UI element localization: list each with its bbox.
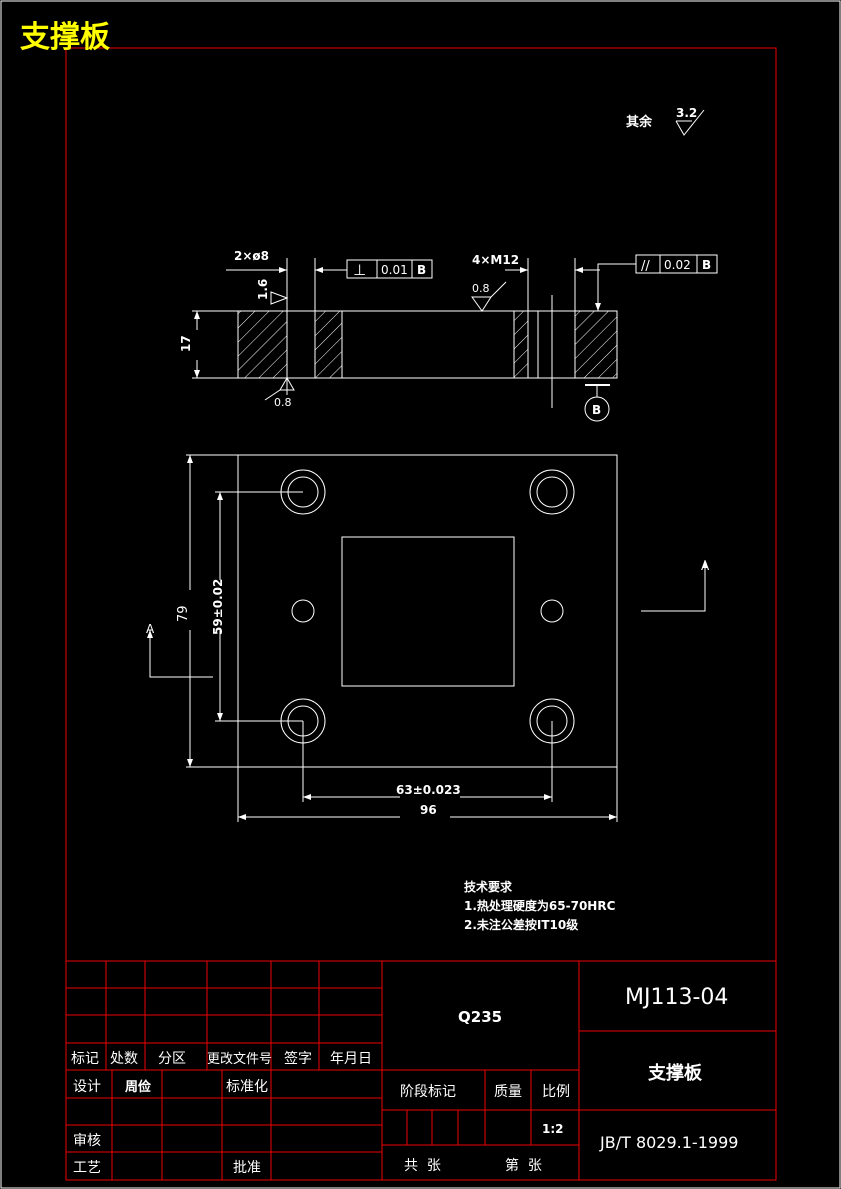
title-block <box>65 960 777 1181</box>
design-label: 设计 <box>73 1079 101 1095</box>
rev-header-count: 处数 <box>110 1051 138 1067</box>
tech-heading: 技术要求 <box>464 879 513 894</box>
tech-item-2: 2.未注公差按IT10级 <box>464 917 578 932</box>
horizontal-pitch-dim: 63±0.023 <box>396 783 461 797</box>
perp-symbol-icon: ⊥ <box>353 261 366 279</box>
datum-mark: B <box>592 403 601 417</box>
rev-header-date: 年月日 <box>330 1051 372 1067</box>
section-wall-right-inner <box>513 310 529 379</box>
section-view: 2×ø8 ⊥ 0.01 B 1.6 0.8 4×M12 0.8 // <box>179 249 718 422</box>
holes-dim-label: 2×ø8 <box>234 249 269 263</box>
roughness-mid-icon <box>471 281 507 312</box>
review-label: 审核 <box>73 1133 101 1149</box>
material: Q235 <box>458 1008 502 1026</box>
scale-value: 1:2 <box>542 1122 564 1136</box>
section-wall-left <box>237 310 288 379</box>
plan-view: 79 59±0.02 63±0.023 96 A A <box>146 454 710 822</box>
section-wall-right <box>574 310 618 379</box>
roughness-note-label: 其余 <box>626 114 653 130</box>
section-arrow-right-icon <box>641 560 708 612</box>
surface-roughness-note: 其余 3.2 <box>626 106 705 136</box>
roughness-symbol-icon <box>675 109 705 136</box>
datum-circle-icon <box>584 396 610 422</box>
scale-label: 比例 <box>542 1084 570 1100</box>
vertical-pitch-dim: 59±0.02 <box>211 579 225 635</box>
roughness-triangle-icon <box>270 291 289 305</box>
plate-outline <box>237 454 618 768</box>
mass-label: 质量 <box>494 1084 522 1100</box>
perp-tolerance: 0.01 <box>381 263 408 277</box>
section-arrow-right-label: A <box>701 559 710 573</box>
total-sheets: 共 张 <box>404 1158 441 1174</box>
tech-requirements: 技术要求 1.热处理硬度为65-70HRC 2.未注公差按IT10级 <box>464 879 616 932</box>
drawing-number: MJ113-04 <box>625 985 728 1010</box>
part-name: 支撑板 <box>647 1062 703 1084</box>
designer-name: 周俭 <box>125 1079 151 1095</box>
approve-label: 批准 <box>233 1160 261 1176</box>
plan-height-dim: 79 <box>176 605 191 622</box>
parallel-symbol-icon: // <box>641 259 650 274</box>
pin-hole-right <box>540 599 564 623</box>
threads-dim-label: 4×M12 <box>472 253 519 267</box>
rev-header-doc: 更改文件号 <box>207 1052 272 1067</box>
tech-item-1: 1.热处理硬度为65-70HRC <box>464 898 616 913</box>
parallel-datum: B <box>702 258 711 272</box>
stage-label: 阶段标记 <box>400 1084 456 1100</box>
section-wall-left-inner <box>314 310 343 379</box>
sheet-number: 第 张 <box>505 1157 542 1174</box>
drawing-title: 支撑板 <box>20 20 110 55</box>
counterbore-holes <box>280 469 575 744</box>
roughness-mid: 0.8 <box>472 282 490 295</box>
roughness-left-bottom: 0.8 <box>274 396 292 409</box>
roughness-left-top: 1.6 <box>256 279 270 300</box>
inner-frame <box>65 47 777 1181</box>
rev-header-zone: 分区 <box>158 1051 186 1067</box>
standard-number: JB/T 8029.1-1999 <box>599 1133 738 1152</box>
rev-header-sign: 签字 <box>284 1050 312 1067</box>
roughness-note-value: 3.2 <box>676 106 697 120</box>
parallel-tolerance: 0.02 <box>664 258 691 272</box>
section-arrow-left-icon <box>147 630 213 678</box>
section-height-dim: 17 <box>179 335 193 352</box>
section-arrow-left-label: A <box>146 622 155 636</box>
plan-width-dim: 96 <box>420 803 437 817</box>
parallelism-frame: // 0.02 B <box>595 254 718 311</box>
standardization-label: 标准化 <box>226 1079 268 1095</box>
perpendicularity-frame: ⊥ 0.01 B <box>340 259 433 279</box>
rev-header-mark: 标记 <box>71 1051 99 1067</box>
perp-datum: B <box>417 263 426 277</box>
title-block-text: 标记 处数 分区 更改文件号 签字 年月日 设计 周俭 标准化 审核 工艺 批准… <box>71 985 738 1176</box>
process-label: 工艺 <box>73 1160 101 1176</box>
roughness-triangle-bottom-icon <box>279 377 295 391</box>
central-pocket <box>341 536 515 687</box>
pin-hole-left <box>291 599 315 623</box>
